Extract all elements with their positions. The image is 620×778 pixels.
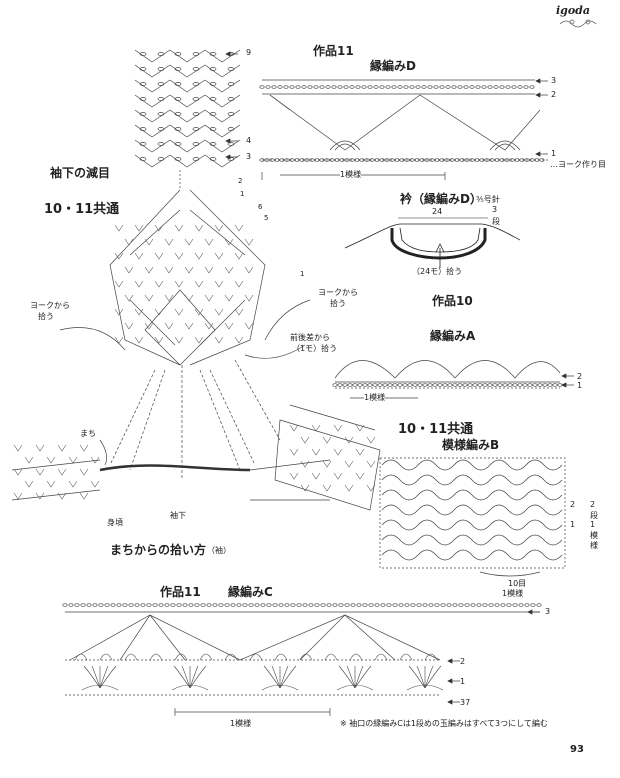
gusset-label: まち — [80, 429, 96, 438]
pickup-right-line1: ヨークから — [318, 288, 358, 297]
collar-width: 24 — [432, 207, 443, 216]
edge-c-row-37: 37 — [460, 698, 471, 707]
front-back-line2: （1モ）拾う — [292, 344, 338, 353]
work10-title: 作品10 — [432, 294, 473, 308]
pattern-b-stitches: 10目 — [508, 579, 527, 588]
gusset-pickup-caption: まちからの拾い方 — [110, 543, 207, 557]
sleeve-side-row-5: 5 — [264, 214, 269, 222]
sleeve-side-row-6: 6 — [258, 203, 263, 211]
pickup-left-line1: ヨークから — [30, 301, 70, 310]
collar-pickup: （24モ）拾う — [412, 267, 463, 276]
sleeve-row-3: 3 — [246, 152, 252, 161]
repeat-rows-1: 1 — [590, 520, 596, 529]
work11-top-title: 作品11 — [313, 44, 354, 58]
collar-rows: 3 — [492, 205, 498, 214]
sleeve-side-row-1: 1 — [240, 190, 245, 198]
yoke-base-label: …ヨーク作り目 — [550, 160, 606, 169]
pattern-b-title: 模様編みB — [442, 438, 500, 452]
gusset-pickup-caption-sub: （袖） — [207, 546, 231, 555]
repeat-rows-2: 2 — [590, 500, 596, 509]
edge-d-row-3: 3 — [551, 76, 557, 85]
edge-d-row-1: 1 — [551, 149, 557, 158]
pattern-b-shared: 10・11共通 — [398, 422, 474, 437]
collar-needle: ⅗号針 — [476, 195, 500, 204]
brand-flourish-icon — [559, 19, 597, 28]
sleeve-decrease-chart — [11, 189, 381, 511]
edge-a-row-1: 1 — [577, 381, 583, 390]
collar-rows-unit: 段 — [492, 217, 500, 226]
edge-d-row-2: 2 — [551, 90, 557, 99]
row-arrows — [225, 51, 574, 705]
pattern-b-chart — [379, 457, 566, 577]
work11-bottom-title: 作品11 — [160, 585, 201, 599]
collar-title: 衿（縁編みD） — [400, 192, 482, 206]
sleeve-title: 袖下の減目 — [50, 166, 111, 180]
edge-c-chart — [65, 611, 540, 716]
pickup-left-line2: 拾う — [38, 312, 54, 321]
edge-c-note: ※ 袖口の縁編みCは1段めの玉編みはすべて3つにして編む — [340, 719, 548, 728]
edge-c-row-2: 2 — [460, 657, 466, 666]
edge-a-title: 縁編みA — [430, 329, 476, 343]
sleeve-shared-label: 10・11共通 — [44, 202, 120, 217]
edge-d-chart — [261, 79, 548, 180]
pattern-b-repeat: 1模様 — [502, 589, 524, 598]
edge-a-row-2: 2 — [577, 372, 583, 381]
edge-a-repeat: 1模様 — [364, 392, 386, 403]
sleeve-side-row-1b: 1 — [300, 270, 305, 278]
pattern-b-row-2: 2 — [570, 500, 576, 509]
sleeve-top-chart — [134, 49, 241, 190]
brand-logo: igoda — [555, 4, 590, 17]
edge-d-repeat: 1模様 — [340, 169, 362, 180]
collar-diagram — [344, 217, 521, 268]
front-back-line1: 前後差から — [290, 333, 330, 342]
sleeve-side-row-2: 2 — [238, 177, 243, 185]
pattern-b-row-1: 1 — [570, 520, 576, 529]
sleeve-row-9: 9 — [246, 48, 252, 57]
pickup-right-line2: 拾う — [330, 299, 346, 308]
repeat-rows-you: 様 — [590, 541, 598, 550]
edge-c-row-1: 1 — [460, 677, 466, 686]
body-label: 身頃 — [107, 518, 123, 527]
underarm-label: 袖下 — [170, 511, 186, 520]
sleeve-row-4: 4 — [246, 136, 252, 145]
repeat-rows-mo: 模 — [590, 531, 598, 540]
edge-c-repeat: 1模様 — [230, 719, 252, 728]
page-number: 93 — [570, 744, 584, 755]
edge-d-title: 縁編みD — [370, 59, 416, 73]
repeat-rows-unit: 段 — [590, 511, 598, 520]
edge-c-title: 縁編みC — [228, 585, 273, 599]
edge-c-row-3: 3 — [545, 607, 551, 616]
